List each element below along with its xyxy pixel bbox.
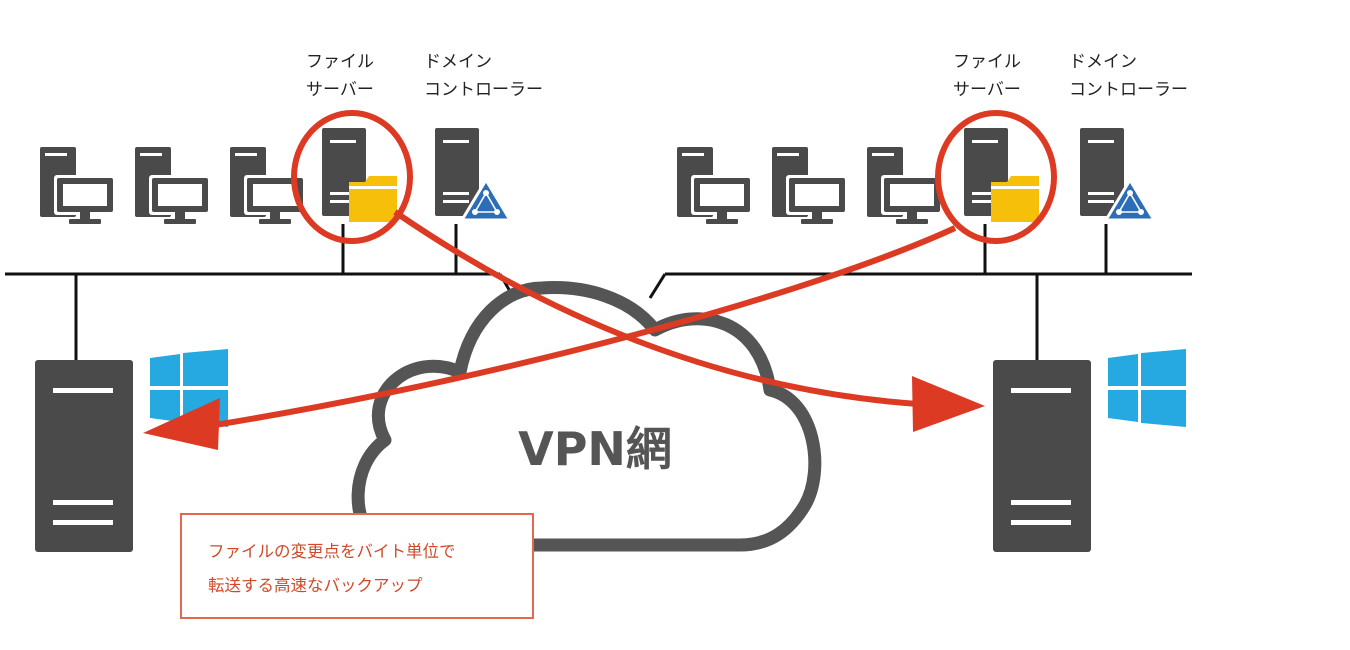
- server-icon: [993, 360, 1091, 552]
- left-file-server-label: ファイル サーバー: [306, 52, 374, 100]
- arrowhead-right: [912, 376, 985, 432]
- cloud-label: VPN網: [518, 422, 672, 476]
- cloud-icon: [351, 281, 822, 552]
- arrowhead-left: [143, 398, 220, 450]
- note-box: ファイルの変更点をバイト単位で 転送する高速なバックアップ: [180, 513, 534, 619]
- pc-icon: [677, 147, 753, 224]
- left-file-server-highlight: [291, 110, 413, 244]
- pc-icon: [40, 147, 116, 224]
- note-line: 転送する高速なバックアップ: [208, 576, 423, 595]
- server-icon: [35, 360, 133, 552]
- backup-arrows: [143, 209, 985, 450]
- network-lines: [5, 224, 1192, 360]
- left-domain-controller-label: ドメイン コントローラー: [424, 52, 543, 100]
- right-domain-controller-label: ドメイン コントローラー: [1069, 52, 1188, 100]
- right-file-server-highlight: [935, 110, 1057, 244]
- folder-icon: [991, 176, 1039, 222]
- note-line: ファイルの変更点をバイト単位で: [208, 542, 456, 561]
- windows-logo-icon: [1108, 349, 1186, 427]
- arrow-right-to-left: [214, 225, 957, 428]
- pc-icon: [867, 147, 943, 224]
- pc-icon: [135, 147, 211, 224]
- right-file-server-label: ファイル サーバー: [953, 52, 1021, 100]
- arrow-left-to-right: [393, 209, 919, 407]
- folder-icon: [349, 176, 397, 222]
- pc-icon: [772, 147, 848, 224]
- right-cloud-link: [648, 273, 667, 299]
